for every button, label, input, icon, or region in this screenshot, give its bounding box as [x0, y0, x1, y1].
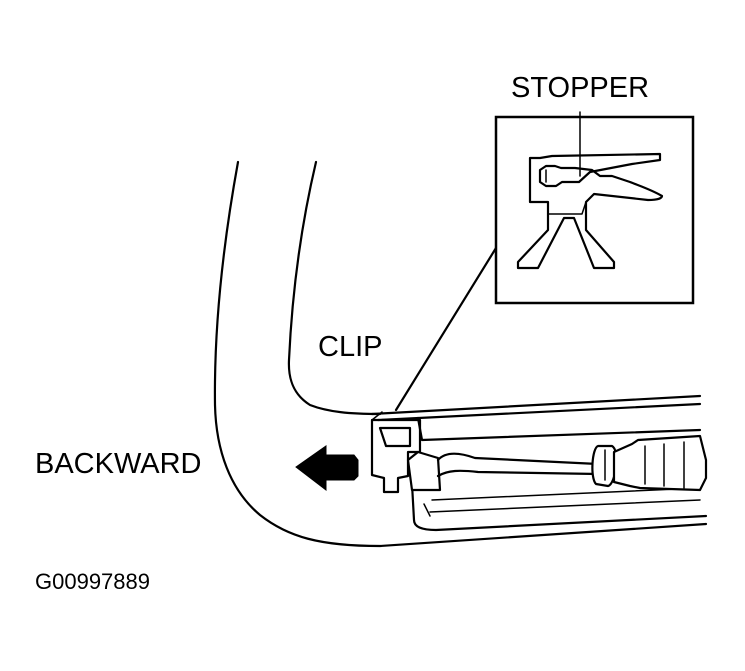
- screwdriver: [406, 434, 708, 492]
- figure-id: G00997889: [35, 569, 150, 594]
- clip-part: [370, 411, 422, 494]
- stopper-detail-inset: [494, 111, 695, 305]
- trim-panel-inner-edge: [287, 160, 382, 416]
- stopper-label: STOPPER: [511, 72, 650, 104]
- trim-panel-outer-edge: [213, 160, 708, 548]
- backward-label: BACKWARD: [35, 448, 202, 480]
- arrow-left-icon: [295, 445, 359, 492]
- clip-label: CLIP: [318, 331, 383, 363]
- clip-to-detail-leader: [394, 246, 498, 412]
